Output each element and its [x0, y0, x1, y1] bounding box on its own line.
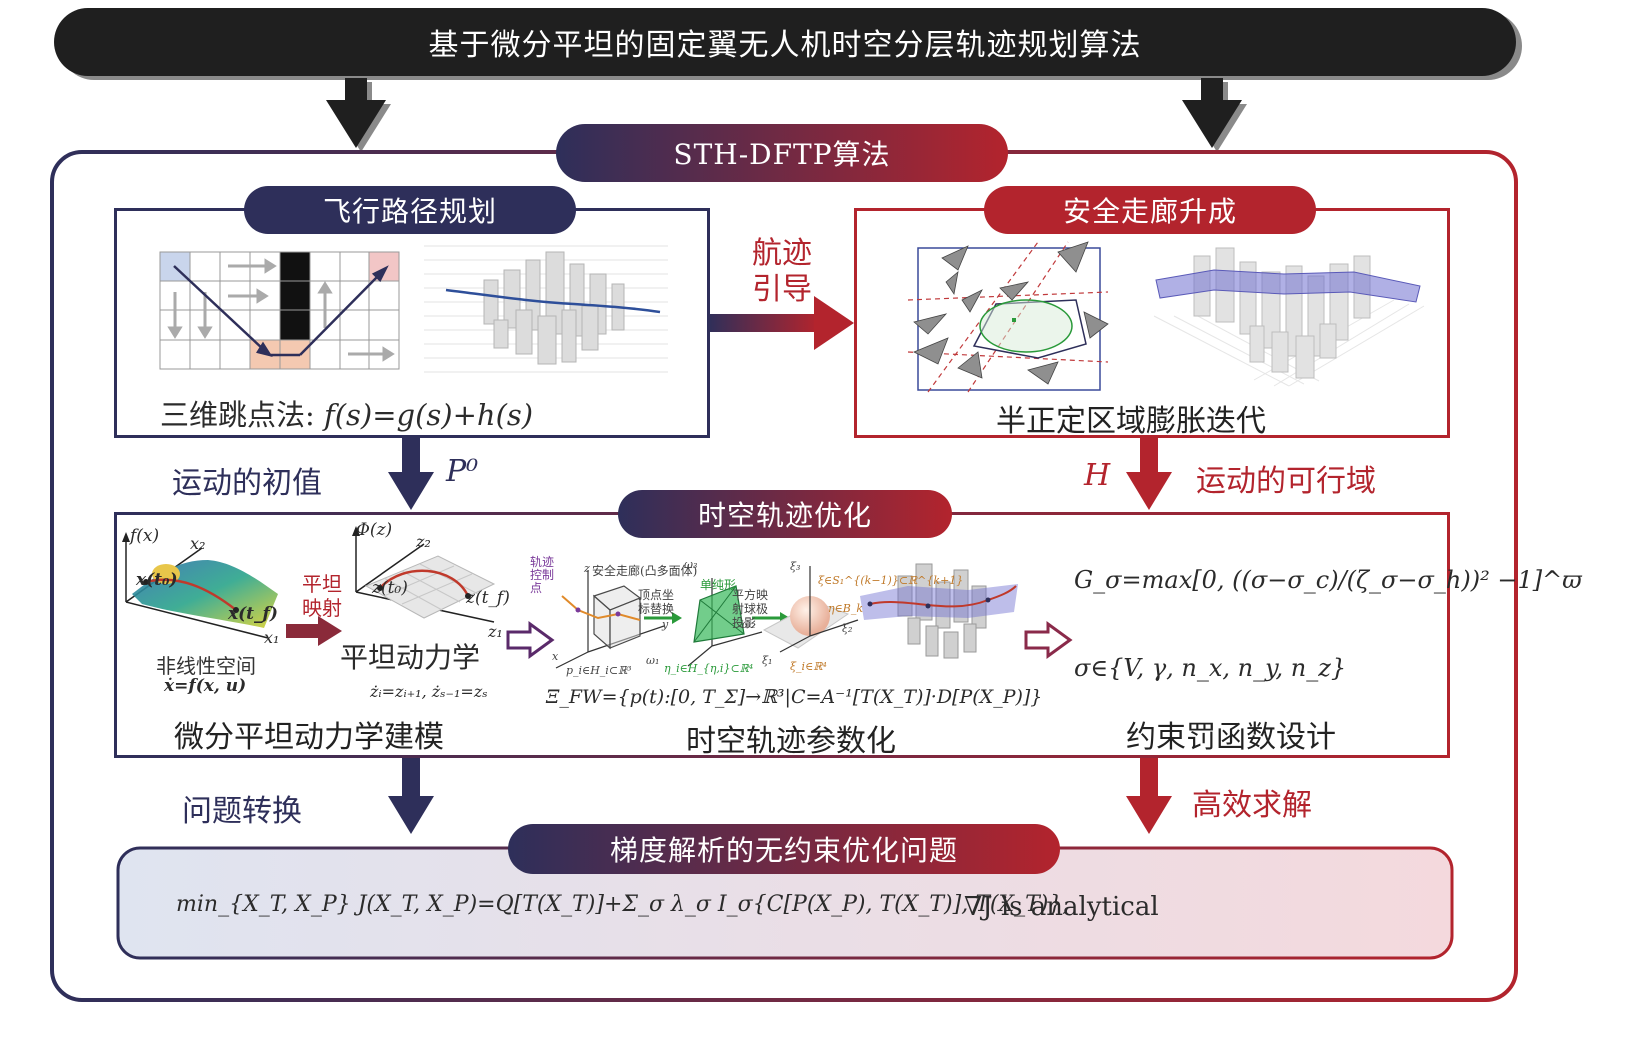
- corridor-header-text: 安全走廊升成: [1062, 195, 1237, 228]
- traj-ctrl-label: 轨迹控制点: [530, 555, 555, 595]
- path-planning-header: 飞行路径规划: [244, 186, 576, 234]
- zt0-label: z(t₀): [372, 578, 408, 598]
- hollow-arrow-2: [1024, 621, 1073, 659]
- flat-surface-figure: [352, 526, 496, 623]
- flat-dynamics-label: 平坦动力学: [340, 641, 481, 674]
- final-formula: min_{X_T, X_P} J(X_T, X_P)=Q[T(X_T)]+Σ_σ…: [176, 892, 1070, 917]
- p-in-label: p_i∈H_i⊂ℝ³: [566, 664, 632, 677]
- solve-label: 高效求解: [1192, 788, 1312, 823]
- nonlinear-space-label: 非线性空间: [156, 654, 256, 678]
- city-path-3d: [424, 245, 668, 373]
- omega2-label: ω₂: [742, 618, 756, 631]
- y-axis-label: y: [662, 618, 669, 631]
- sigma-set: σ∈{V, γ, n_x, n_y, n_z}: [1074, 654, 1347, 682]
- modeling-caption: 微分平坦动力学建模: [174, 720, 444, 755]
- transform-label: 问题转换: [182, 794, 302, 829]
- title-text: 基于微分平坦的固定翼无人机时空分层轨迹规划算法: [428, 28, 1142, 63]
- trajectory-header-text: 时空轨迹优化: [697, 499, 872, 532]
- flat-eq: żᵢ=zᵢ₊₁, żₛ₋₁=zₛ: [370, 682, 488, 701]
- xtf-label: x(t_f): [228, 604, 278, 624]
- eta-set-label: η∈B_k: [828, 602, 863, 615]
- path-planning-caption: 三维跳点法: f(s)=g(s)+h(s): [160, 392, 533, 434]
- nonlinear-surface-figure: [122, 532, 278, 639]
- parameterization-figure: [555, 563, 1018, 669]
- z2-label: z₂: [416, 532, 431, 551]
- z-axis-label: z: [584, 562, 590, 575]
- penalty-caption: 约束罚函数设计: [1126, 720, 1336, 755]
- xt0-label: x(t₀): [136, 570, 178, 590]
- caption-prefix: 三维跳点法:: [160, 398, 324, 432]
- corridor-polygon-figure: [907, 241, 1109, 393]
- simplex-label: 单纯形: [700, 578, 737, 592]
- flat-map-arrow: [286, 616, 342, 646]
- xi1-label: ξ₁: [762, 654, 773, 667]
- param-caption: 时空轨迹参数化: [686, 724, 896, 759]
- ztf-label: z(t_f): [466, 588, 510, 608]
- corridor-city-3d: [1153, 247, 1425, 387]
- final-header: 梯度解析的无约束优化问题: [508, 824, 1060, 874]
- phi-label: Φ(z): [356, 520, 393, 540]
- final-formula-tail: ∇J is analytical: [964, 892, 1159, 922]
- caption-formula: f(s)=g(s)+h(s): [324, 398, 534, 432]
- fx-label: f(x): [130, 526, 160, 546]
- guide-label-1: 航迹: [752, 236, 812, 271]
- path-planning-header-text: 飞行路径规划: [322, 195, 497, 228]
- eta-in-label: η_i∈H_{η,i}⊂ℝ⁴: [664, 662, 754, 675]
- corridor-caption: 半正定区域膨胀迭代: [996, 404, 1266, 439]
- algorithm-label: STH-DFTP算法: [673, 138, 891, 171]
- p0-label: P⁰: [446, 454, 479, 489]
- omega1-label: ω₁: [646, 654, 660, 667]
- x2-label: x₂: [190, 534, 206, 553]
- h-label: H: [1084, 458, 1111, 493]
- x-axis-label: x: [552, 650, 559, 663]
- corridor-poly-label: 安全走廊(凸多面体): [592, 564, 698, 578]
- algorithm-pill: STH-DFTP算法: [556, 124, 1008, 182]
- x1-label: x₁: [264, 628, 280, 647]
- sq-map-label: 平方映射球极投影: [732, 588, 769, 630]
- hollow-arrow-1: [506, 621, 555, 659]
- xi-in-label: ξ_i∈ℝ⁴: [790, 660, 827, 673]
- flat-map-label: 平坦映射: [302, 572, 342, 620]
- initial-motion-label: 运动的初值: [172, 466, 322, 501]
- corridor-box: [854, 208, 1450, 438]
- corridor-header: 安全走廊升成: [984, 186, 1316, 234]
- xi3-label: ξ₃: [790, 560, 801, 573]
- guide-arrow: [708, 296, 854, 350]
- vertex-coord-label: 顶点坐标替换: [638, 588, 675, 616]
- feasible-label: 运动的可行域: [1196, 464, 1376, 499]
- param-formula: Ξ_FW={p(t):[0, T_Σ]→ℝ³|C=A⁻¹[T(X_T)]·D[P…: [546, 686, 1043, 708]
- trajectory-header: 时空轨迹优化: [618, 490, 952, 538]
- nonlinear-eq: ẋ=f(x, u): [164, 676, 247, 696]
- final-header-text: 梯度解析的无约束优化问题: [609, 834, 958, 867]
- z1-label: z₁: [488, 622, 503, 641]
- penalty-formula: G_σ=max[0, ((σ−σ_c)/(ζ_σ−σ_h))² −1]^ϖ: [1074, 566, 1582, 594]
- jump-point-grid: [159, 251, 400, 370]
- xi2-label: ξ₂: [842, 622, 853, 635]
- guide-label-2: 引导: [752, 272, 812, 307]
- title-banner: 基于微分平坦的固定翼无人机时空分层轨迹规划算法: [54, 8, 1516, 76]
- omega3-label: ω₃: [684, 558, 698, 571]
- xi-set-label: ξ∈S₁^{(k−1)}⊂ℝ^{k+1}: [818, 574, 964, 587]
